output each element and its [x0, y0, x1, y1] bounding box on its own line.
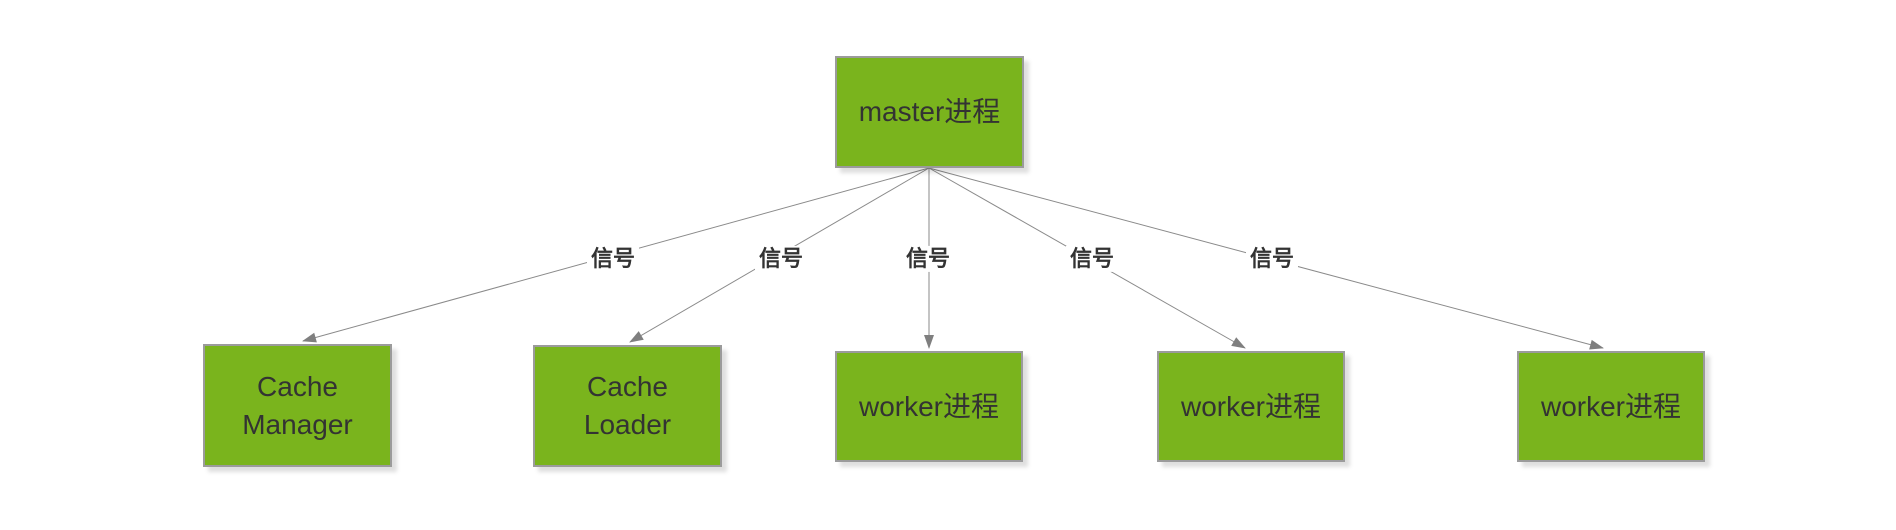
node-worker-process-3-label: worker进程 — [1540, 390, 1681, 422]
node-worker-process-2: worker进程 — [1157, 351, 1345, 462]
node-master-process-label: master进程 — [858, 96, 1001, 128]
node-worker-process-3: worker进程 — [1517, 351, 1705, 462]
node-cache-manager-label: Cache Manager — [242, 370, 353, 440]
edge-label-signal-cache-loader: 信号 — [754, 245, 808, 273]
edge-label-signal-worker-2: 信号 — [1065, 245, 1119, 273]
edge-label-signal-cache-manager: 信号 — [586, 245, 640, 273]
edge-label-signal-worker-3: 信号 — [1245, 245, 1299, 273]
edge-label-signal-worker-1: 信号 — [901, 245, 955, 273]
node-worker-process-2-label: worker进程 — [1180, 390, 1321, 422]
node-worker-process-1-label: worker进程 — [858, 390, 999, 422]
node-cache-loader-label: Cache Loader — [583, 371, 672, 440]
node-cache-loader: Cache Loader — [533, 345, 722, 467]
node-cache-manager: Cache Manager — [203, 344, 392, 467]
node-worker-process-1: worker进程 — [835, 351, 1023, 462]
node-master-process: master进程 — [835, 56, 1024, 168]
